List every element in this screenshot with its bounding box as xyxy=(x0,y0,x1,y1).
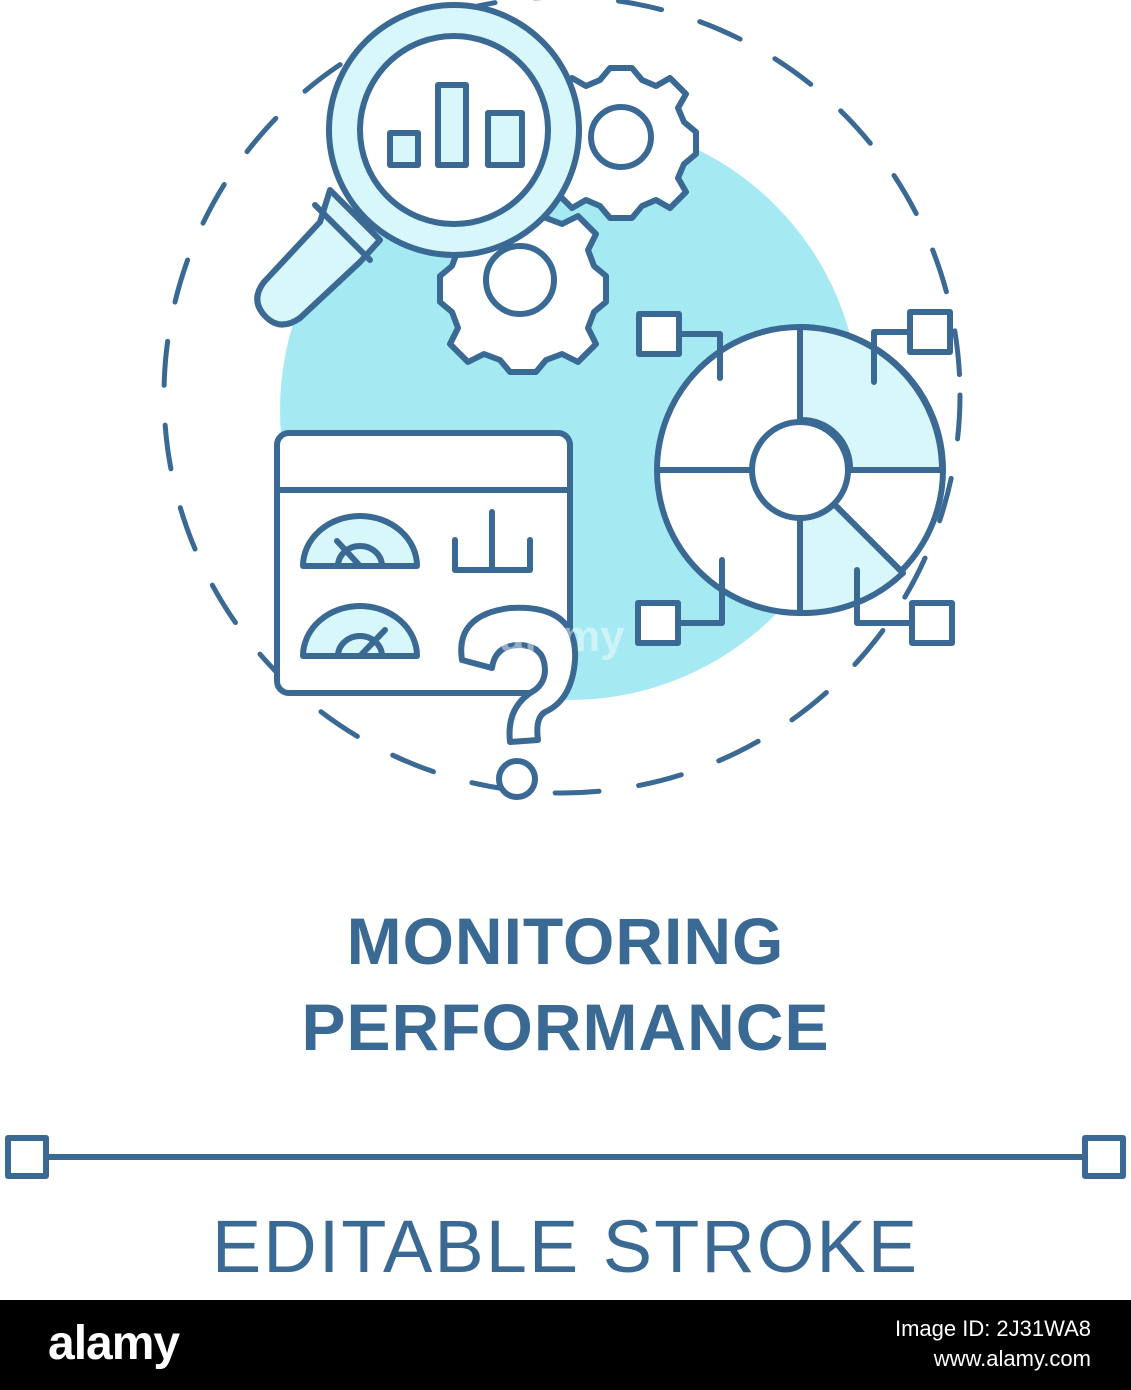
footer-bar: alamy Image ID: 2J31WA8 www.alamy.com xyxy=(0,1300,1131,1390)
question-mark-icon xyxy=(458,604,579,800)
subtitle: EDITABLE STROKE xyxy=(211,1205,920,1288)
gauge-icon xyxy=(300,603,420,659)
image-id: Image ID: 2J31WA8 xyxy=(894,1316,1091,1341)
site-url[interactable]: www.alamy.com xyxy=(933,1346,1091,1371)
title-line-2: PERFORMANCE xyxy=(301,990,830,1064)
selection-handle-icon xyxy=(635,309,955,646)
title-line-1: MONITORING xyxy=(346,904,785,978)
watermark-text: alamy xyxy=(500,612,625,661)
editable-stroke-line xyxy=(5,1135,1126,1179)
gear-icon xyxy=(543,65,699,221)
brand-logo[interactable]: alamy xyxy=(48,1317,180,1370)
dashed-ring xyxy=(161,0,963,796)
gauge-icon xyxy=(300,513,420,569)
pie-chart-icon xyxy=(654,324,946,617)
bar-chart-icon xyxy=(387,82,525,168)
concept-illustration xyxy=(5,0,1126,1179)
footer-meta: Image ID: 2J31WA8 www.alamy.com xyxy=(895,1314,1091,1374)
